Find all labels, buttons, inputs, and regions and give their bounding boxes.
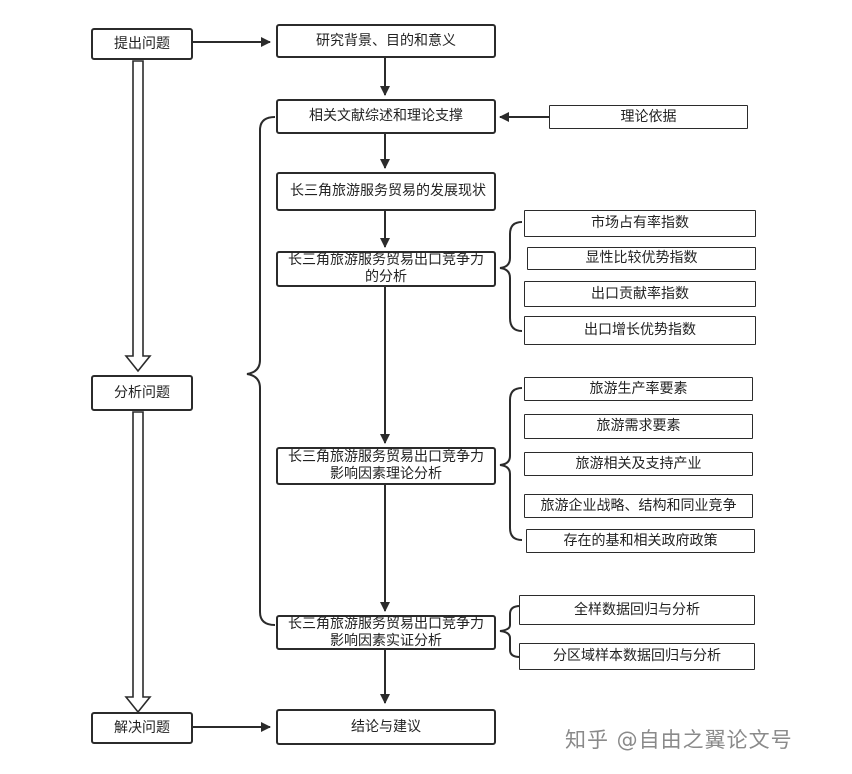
empirical-analysis-box: 长三角旅游服务贸易出口竞争力影响因素实证分析 bbox=[276, 615, 496, 650]
indices-brace bbox=[499, 221, 523, 332]
empirical-analysis-label: 长三角旅游服务贸易出口竞争力影响因素实证分析 bbox=[288, 615, 484, 649]
theory-basis-label: 理论依据 bbox=[620, 108, 677, 125]
theory-analysis-label: 长三角旅游服务贸易出口竞争力影响因素理论分析 bbox=[288, 449, 484, 482]
factor-box: 旅游企业战略、结构和同业竞争 bbox=[524, 494, 753, 518]
regression-box: 全样数据回归与分析 bbox=[519, 595, 755, 625]
factor-label: 旅游生产率要素 bbox=[589, 380, 688, 397]
factor-box: 旅游生产率要素 bbox=[524, 377, 753, 401]
hollow-arrow-analyze-to-solve bbox=[124, 411, 152, 714]
factors-brace bbox=[499, 387, 523, 541]
regression-label: 分区域样本数据回归与分析 bbox=[553, 648, 721, 664]
raise-problem-box: 提出问题 bbox=[91, 28, 193, 60]
status-box: 长三角旅游服务贸易的发展现状 bbox=[276, 172, 496, 211]
solve-problem-label: 解决问题 bbox=[114, 719, 170, 736]
status-label: 长三角旅游服务贸易的发展现状 bbox=[290, 183, 486, 199]
regressions-brace bbox=[499, 605, 521, 658]
conclusion-label: 结论与建议 bbox=[351, 718, 421, 735]
factor-box: 存在的基和相关政府政策 bbox=[526, 529, 755, 553]
watermark: 知乎 @自由之翼论文号 bbox=[565, 728, 793, 752]
main-brace bbox=[246, 116, 276, 626]
competitiveness-label: 长三角旅游服务贸易出口竞争力的分析 bbox=[288, 252, 484, 285]
review-label: 相关文献综述和理论支撑 bbox=[309, 108, 463, 124]
factor-label: 旅游相关及支持产业 bbox=[575, 455, 702, 472]
index-box: 市场占有率指数 bbox=[524, 210, 756, 237]
index-label: 市场占有率指数 bbox=[591, 215, 689, 231]
raise-problem-label: 提出问题 bbox=[114, 35, 170, 52]
analyze-problem-label: 分析问题 bbox=[114, 384, 170, 401]
factor-label: 旅游企业战略、结构和同业竞争 bbox=[540, 497, 737, 514]
factor-box: 旅游需求要素 bbox=[524, 414, 753, 439]
factor-box: 旅游相关及支持产业 bbox=[524, 452, 753, 476]
hollow-arrow-raise-to-analyze bbox=[124, 60, 152, 373]
review-box: 相关文献综述和理论支撑 bbox=[276, 99, 496, 134]
theory-analysis-box: 长三角旅游服务贸易出口竞争力影响因素理论分析 bbox=[276, 447, 496, 485]
solve-problem-box: 解决问题 bbox=[91, 712, 193, 744]
competitiveness-box: 长三角旅游服务贸易出口竞争力的分析 bbox=[276, 251, 496, 287]
background-label: 研究背景、目的和意义 bbox=[316, 32, 456, 49]
index-label: 出口增长优势指数 bbox=[584, 322, 696, 338]
index-box: 出口贡献率指数 bbox=[524, 281, 756, 307]
analyze-problem-box: 分析问题 bbox=[91, 375, 193, 411]
index-label: 显性比较优势指数 bbox=[585, 250, 698, 266]
index-box: 显性比较优势指数 bbox=[527, 247, 756, 270]
background-box: 研究背景、目的和意义 bbox=[276, 24, 496, 58]
theory-basis-box: 理论依据 bbox=[549, 105, 748, 129]
regression-label: 全样数据回归与分析 bbox=[574, 601, 700, 618]
index-label: 出口贡献率指数 bbox=[591, 285, 689, 302]
factor-label: 旅游需求要素 bbox=[596, 418, 681, 434]
index-box: 出口增长优势指数 bbox=[524, 316, 756, 345]
factor-label: 存在的基和相关政府政策 bbox=[563, 532, 718, 549]
regression-box: 分区域样本数据回归与分析 bbox=[519, 643, 755, 670]
conclusion-box: 结论与建议 bbox=[276, 709, 496, 745]
